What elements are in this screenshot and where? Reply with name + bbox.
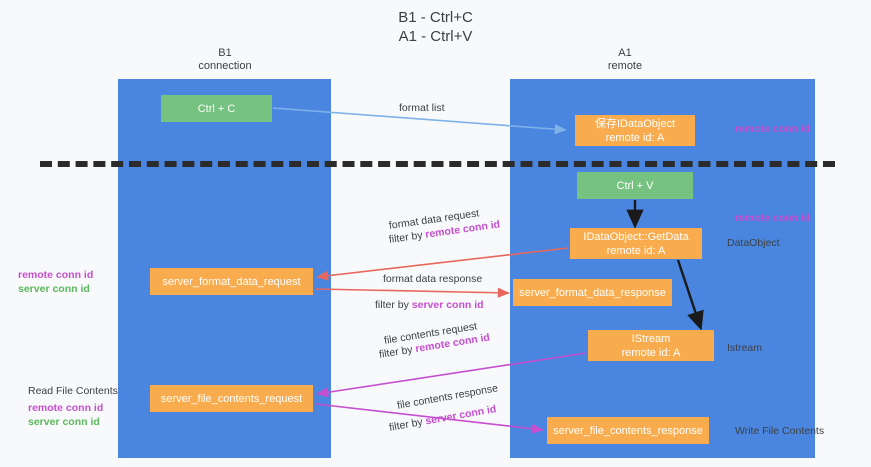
side-label-istream: Istream (727, 342, 763, 354)
node-ctrl-c[interactable]: Ctrl + C (161, 95, 272, 122)
side-label-left-conn-ids-2: remote conn id server conn id (28, 401, 103, 429)
side-label-left-remote-conn-id-2: remote conn id (28, 402, 104, 414)
side-label-remote-conn-id-mid: remote conn id (735, 212, 811, 224)
node-server-format-data-response-label: server_format_data_response (519, 286, 666, 299)
side-label-left-server-conn-id-2: server conn id (28, 416, 100, 428)
side-label-left-conn-ids: remote conn id server conn id (18, 268, 93, 296)
node-ctrl-v[interactable]: Ctrl + V (577, 172, 693, 199)
node-istream[interactable]: IStream remote id: A (588, 330, 714, 361)
side-label-remote-conn-id-top: remote conn id (735, 123, 811, 135)
node-server-file-contents-response[interactable]: server_file_contents_response (547, 417, 709, 444)
filter-key-server-conn-id: server conn id (411, 299, 484, 311)
side-label-dataobject: DataObject (727, 237, 780, 249)
side-label-read-file-contents: Read File Contents (28, 385, 118, 397)
node-server-file-contents-response-label: server_file_contents_response (553, 424, 703, 437)
side-label-left-server-conn-id: server conn id (18, 283, 90, 295)
filter-prefix: filter by (388, 228, 427, 246)
node-server-format-data-request-label: server_format_data_request (162, 275, 301, 288)
side-label-left-remote-conn-id: remote conn id (18, 269, 94, 281)
node-idataobject-getdata-line2: remote id: A (606, 244, 666, 257)
filter-key-server-conn-id: server conn id (424, 403, 498, 428)
filter-prefix: filter by (378, 343, 417, 361)
node-server-file-contents-request-label: server_file_contents_request (160, 392, 303, 405)
diagram-title: B1 - Ctrl+C A1 - Ctrl+V (398, 9, 473, 45)
node-ctrl-c-label: Ctrl + C (197, 102, 236, 115)
side-label-write-file-contents: Write File Contents (735, 425, 825, 437)
edge-label-format-data-response-filter: filter by server conn id (375, 298, 484, 312)
node-istream-line1: IStream (631, 332, 671, 345)
node-ctrl-v-label: Ctrl + V (616, 179, 654, 192)
phase-divider-dashed-line (40, 161, 835, 167)
filter-prefix: filter by (375, 299, 412, 311)
node-save-idataobject[interactable]: 保存IDataObject remote id: A (575, 115, 695, 146)
edge-label-format-list: format list (399, 102, 445, 114)
column-header-a1: A1 remote (607, 47, 643, 72)
node-idataobject-getdata[interactable]: IDataObject::GetData remote id: A (570, 228, 702, 259)
node-idataobject-getdata-line1: IDataObject::GetData (583, 230, 689, 243)
filter-prefix: filter by (388, 415, 427, 434)
node-istream-line2: remote id: A (621, 346, 681, 359)
node-save-idataobject-line1: 保存IDataObject (594, 117, 676, 130)
arrow-format-data-response (315, 287, 510, 298)
edge-label-format-data-response: format data response (383, 273, 483, 285)
node-server-file-contents-request[interactable]: server_file_contents_request (150, 385, 313, 412)
column-header-b1: B1 connection (198, 47, 252, 72)
node-server-format-data-response[interactable]: server_format_data_response (513, 279, 672, 306)
node-server-format-data-request[interactable]: server_format_data_request (150, 268, 313, 295)
node-save-idataobject-line2: remote id: A (605, 131, 665, 144)
